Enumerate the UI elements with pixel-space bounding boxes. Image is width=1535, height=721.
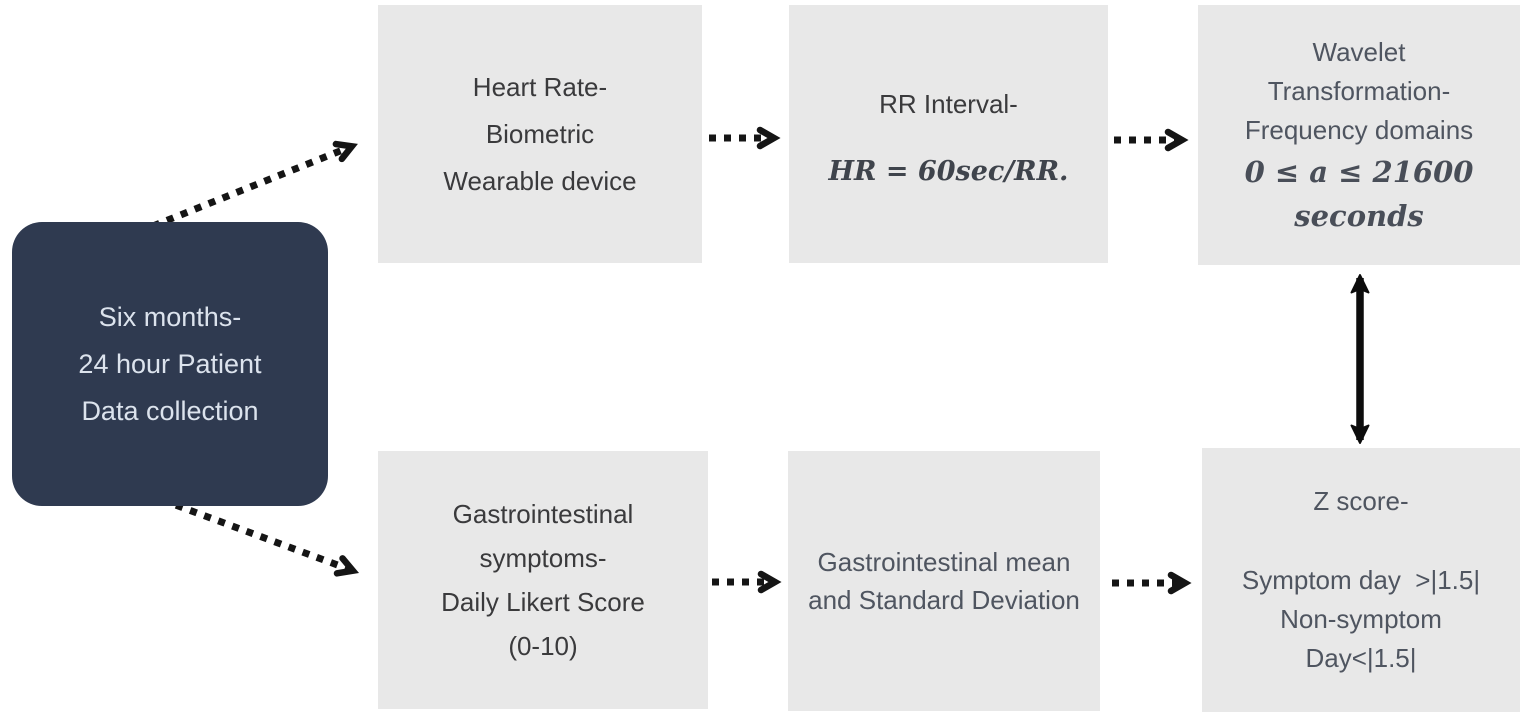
box-line: Wearable device <box>443 165 637 196</box>
wavelet-domain-formula: 0 ≤ a ≤ 21600 seconds <box>1244 154 1474 233</box>
source-node-data-collection: Six months- 24 hour Patient Data collect… <box>12 222 328 506</box>
box-line: (0-10) <box>508 631 578 661</box>
rr-interval-box: RR Interval- HR = 60sec/RR. <box>789 5 1108 263</box>
box-line: Transformation- <box>1267 75 1451 106</box>
box-title: RR Interval- <box>879 89 1018 119</box>
hr-formula: HR = 60sec/RR. <box>828 156 1069 187</box>
box-title: Z score- <box>1313 486 1409 516</box>
arrow-source-to-gi-symptoms <box>160 496 360 577</box>
box-line: Wavelet <box>1312 36 1406 67</box>
box-line: symptoms- <box>479 543 607 573</box>
node-line: 24 hour Patient <box>78 348 262 379</box>
gi-mean-sd-box: Gastrointestinal mean and Standard Devia… <box>788 451 1100 711</box>
box-line: Day<|1.5| <box>1305 643 1417 673</box>
box-line: Non-symptom <box>1280 604 1442 634</box>
box-line: Symptom day >|1.5| <box>1241 565 1481 595</box>
box-line: Biometric <box>485 118 595 149</box>
wavelet-transformation-box: Wavelet Transformation- Frequency domain… <box>1198 5 1520 265</box>
node-line: Data collection <box>81 395 259 426</box>
box-line: Frequency domains <box>1244 114 1474 145</box>
box-line: Daily Likert Score <box>441 587 645 617</box>
arrow-source-to-heart-rate <box>151 140 358 230</box>
box-line: Gastrointestinal <box>452 499 634 529</box>
box-line: Gastrointestinal mean <box>817 547 1071 577</box>
node-line: Six months- <box>98 301 242 332</box>
gi-symptoms-box: Gastrointestinal symptoms- Daily Likert … <box>378 451 708 709</box>
box-line: and Standard Deviation <box>808 585 1080 615</box>
z-score-box: Z score- Symptom day >|1.5| Non-symptom … <box>1202 448 1520 712</box>
box-line: Heart Rate- <box>472 71 608 102</box>
heart-rate-box: Heart Rate- Biometric Wearable device <box>378 5 702 263</box>
